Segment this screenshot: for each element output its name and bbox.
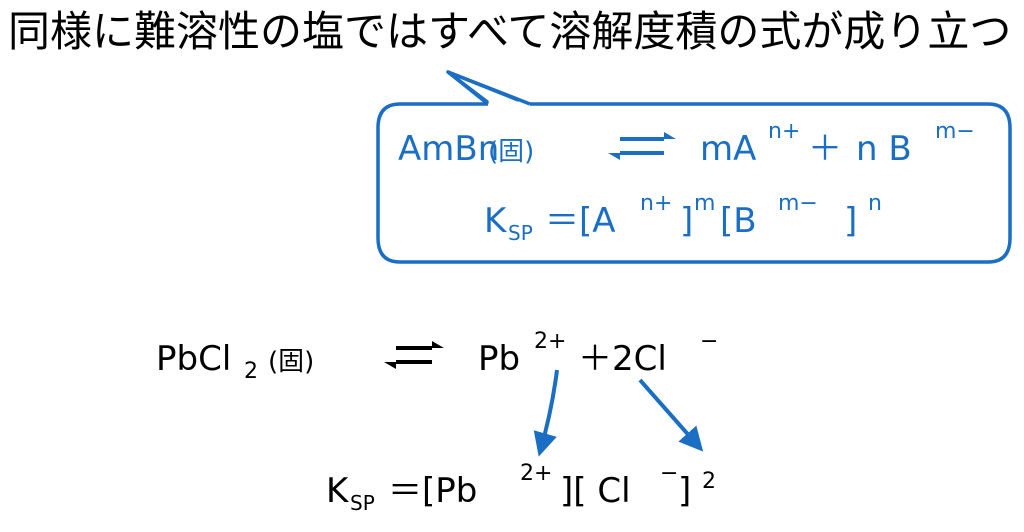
bubble-product-b: n B <box>856 129 912 169</box>
example-reactant-sub: 2 <box>244 359 258 384</box>
arrow-pb-to-ksp <box>533 369 559 457</box>
example-ksp-a-open: ＝[Pb <box>388 471 477 511</box>
bubble-ksp-a-charge: n+ <box>640 191 672 216</box>
example-ksp-a-close: ][ Cl <box>560 471 631 511</box>
example-equation-ksp: K SP ＝[Pb 2+ ][ Cl − ] 2 <box>326 461 716 515</box>
bubble-product-a-charge: n+ <box>768 119 800 144</box>
example-reactant-state: (固) <box>268 347 314 377</box>
example-ksp-b-exp: 2 <box>702 469 716 494</box>
bubble-k: K <box>484 201 508 241</box>
bubble-product-a: mA <box>700 129 756 169</box>
bubble-ksp-b-charge: m− <box>778 191 818 216</box>
arrow-cl-to-ksp <box>638 378 704 452</box>
bubble-ksp-b-close: ] <box>844 201 857 241</box>
example-k-sub: SP <box>350 491 375 515</box>
bubble-ksp-a-close: ] <box>680 201 693 241</box>
example-product-b-charge: − <box>700 329 718 354</box>
bubble-k-sub: SP <box>508 221 533 245</box>
example-k: K <box>326 471 350 511</box>
example-product-b: ＋2Cl <box>578 339 667 379</box>
example-product-a-charge: 2+ <box>534 329 566 354</box>
example-ksp-b-charge: − <box>660 461 678 486</box>
bubble-ksp-a-open: ＝[A <box>545 201 616 241</box>
bubble-product-b-charge: m− <box>935 119 975 144</box>
example-equation-dissolution: PbCl 2 (固) Pb 2+ ＋2Cl − <box>156 329 718 384</box>
speech-bubble <box>376 70 1012 264</box>
example-ksp-b-close: ] <box>678 471 691 511</box>
speech-bubble-tail <box>446 70 531 106</box>
bubble-equation-ksp: K SP ＝[A n+ ] m [B m− ] n <box>484 191 882 245</box>
example-product-a: Pb <box>478 339 520 379</box>
bubble-equation-dissolution: AmBn (固) mA n+ ＋ n B m− <box>398 119 975 169</box>
bubble-plus: ＋ <box>808 129 842 169</box>
equilibrium-arrows-icon <box>384 341 444 369</box>
bubble-ksp-a-exp: m <box>694 191 715 216</box>
bubble-ksp-b-exp: n <box>868 191 882 216</box>
bubble-ksp-b-open: [B <box>720 201 757 241</box>
example-reactant: PbCl <box>156 339 231 379</box>
equilibrium-arrows-icon <box>608 132 676 160</box>
bubble-reactant-state: (固) <box>488 137 534 167</box>
page-title: 同様に難溶性の塩ではすべて溶解度積の式が成り立つ <box>8 7 1011 56</box>
example-ksp-a-charge: 2+ <box>520 461 552 486</box>
bubble-reactant: AmBn <box>398 129 499 169</box>
